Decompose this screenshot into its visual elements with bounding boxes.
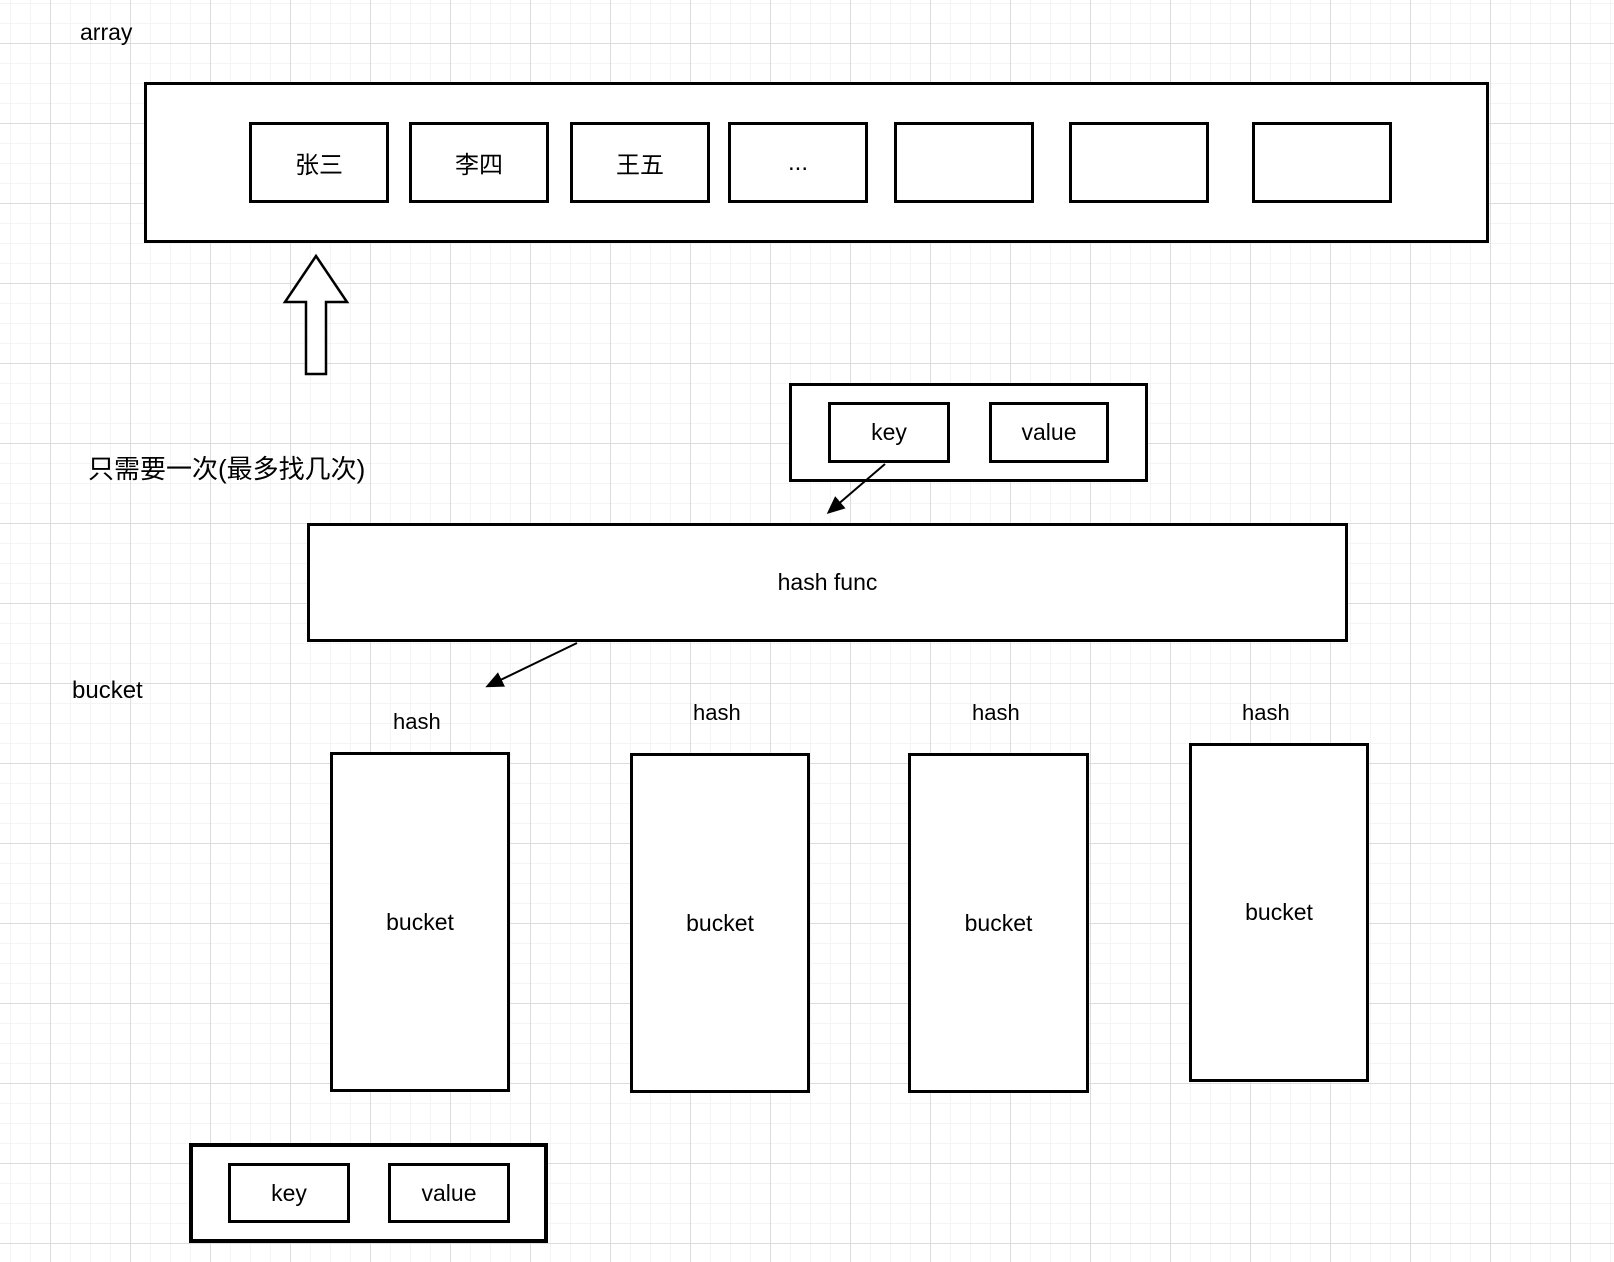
bucket-box: bucket <box>1189 743 1369 1082</box>
bucket-box: bucket <box>630 753 810 1093</box>
hash-label: hash <box>972 700 1020 725</box>
up-block-arrow <box>282 253 350 376</box>
array-cell <box>894 122 1034 203</box>
array-cell: 王五 <box>570 122 710 203</box>
bucket-box: bucket <box>908 753 1089 1093</box>
array-cell <box>1252 122 1392 203</box>
array-cell: 张三 <box>249 122 389 203</box>
hash-label: hash <box>693 700 741 725</box>
array-cell <box>1069 122 1209 203</box>
bucket-section-label: bucket <box>72 677 143 704</box>
hash-label: hash <box>1242 700 1290 725</box>
hashfunc-to-bucket-arrow <box>485 642 578 688</box>
key-box-top: key <box>828 402 950 463</box>
value-box-bottom: value <box>388 1163 510 1223</box>
array-section-label: array <box>80 19 133 45</box>
hash-label: hash <box>393 709 441 734</box>
hash-func-box: hash func <box>307 523 1348 642</box>
bucket-box: bucket <box>330 752 510 1092</box>
key-box-bottom: key <box>228 1163 350 1223</box>
value-box-top: value <box>989 402 1109 463</box>
note-text: 只需要一次(最多找几次) <box>88 454 366 484</box>
array-cell: 李四 <box>409 122 549 203</box>
array-cell: ... <box>728 122 868 203</box>
